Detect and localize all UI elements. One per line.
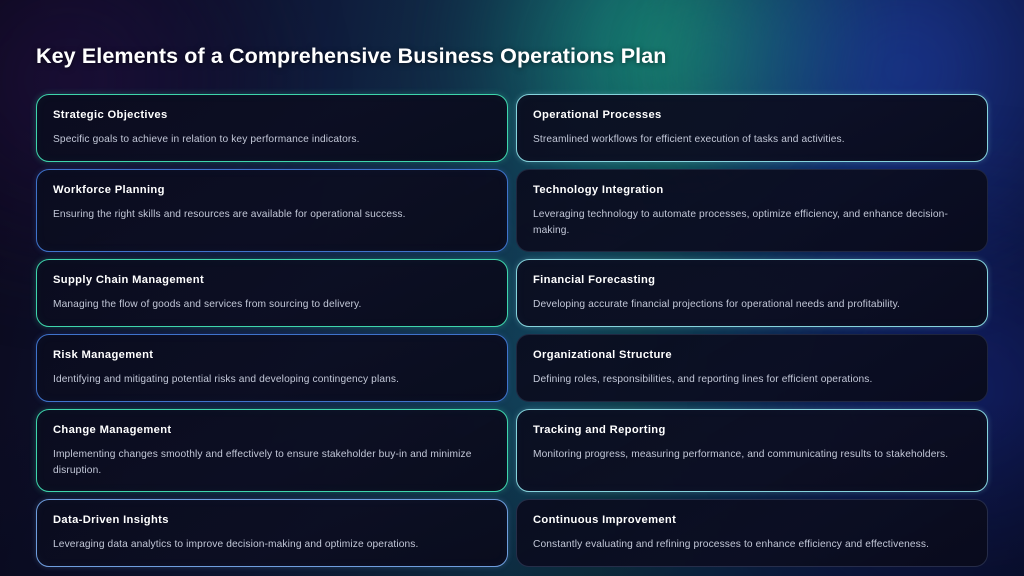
card-title: Strategic Objectives <box>53 109 168 121</box>
card-title: Continuous Improvement <box>533 514 677 527</box>
card-description: Specific goals to achieve in relation to… <box>53 134 360 146</box>
card-description: Streamlined workflows for efficient exec… <box>533 134 845 146</box>
card-title: Change Management <box>53 423 172 436</box>
card-title: Data-Driven Insights <box>53 514 169 527</box>
card-continuous-improvement[interactable]: Continuous Improvement Constantly evalua… <box>516 499 988 567</box>
card-organizational-structure[interactable]: Organizational Structure Defining roles,… <box>516 333 988 402</box>
card-financial-forecasting[interactable]: Financial Forecasting Developing accurat… <box>516 259 988 327</box>
card-title: Organizational Structure <box>533 348 672 361</box>
card-data-driven-insights[interactable]: Data-Driven Insights Leveraging data ana… <box>36 499 508 567</box>
card-title: Financial Forecasting <box>533 274 656 287</box>
card-description: Constantly evaluating and refining proce… <box>533 539 930 551</box>
card-description: Ensuring the right skills and resources … <box>53 209 406 221</box>
card-supply-chain-management[interactable]: Supply Chain Management Managing the flo… <box>36 259 508 327</box>
card-risk-management[interactable]: Risk Management Identifying and mitigati… <box>36 333 508 402</box>
card-technology-integration[interactable]: Technology Integration Leveraging techno… <box>516 168 988 253</box>
card-description: Monitoring progress, measuring performan… <box>533 449 949 461</box>
card-change-management[interactable]: Change Management Implementing changes s… <box>36 408 508 493</box>
card-title: Tracking and Reporting <box>533 423 666 436</box>
card-description: Managing the flow of goods and services … <box>53 299 362 311</box>
page-title: Key Elements of a Comprehensive Business… <box>36 44 667 68</box>
card-description: Developing accurate financial projection… <box>533 299 900 311</box>
card-description: Identifying and mitigating potential ris… <box>53 374 400 386</box>
card-title: Technology Integration <box>533 183 664 196</box>
card-strategic-objectives[interactable]: Strategic Objectives Specific goals to a… <box>36 94 508 162</box>
card-description: Leveraging data analytics to improve dec… <box>53 539 419 551</box>
card-grid: Strategic Objectives Specific goals to a… <box>36 94 988 567</box>
card-title: Risk Management <box>53 348 154 361</box>
card-operational-processes[interactable]: Operational Processes Streamlined workfl… <box>516 94 988 162</box>
card-description: Implementing changes smoothly and effect… <box>53 449 472 476</box>
card-title: Workforce Planning <box>53 183 165 196</box>
card-description: Leveraging technology to automate proces… <box>533 209 948 236</box>
card-title: Supply Chain Management <box>53 274 205 287</box>
card-title: Operational Processes <box>533 109 662 121</box>
card-tracking-and-reporting[interactable]: Tracking and Reporting Monitoring progre… <box>516 408 988 493</box>
card-description: Defining roles, responsibilities, and re… <box>533 374 873 386</box>
card-workforce-planning[interactable]: Workforce Planning Ensuring the right sk… <box>36 168 508 253</box>
